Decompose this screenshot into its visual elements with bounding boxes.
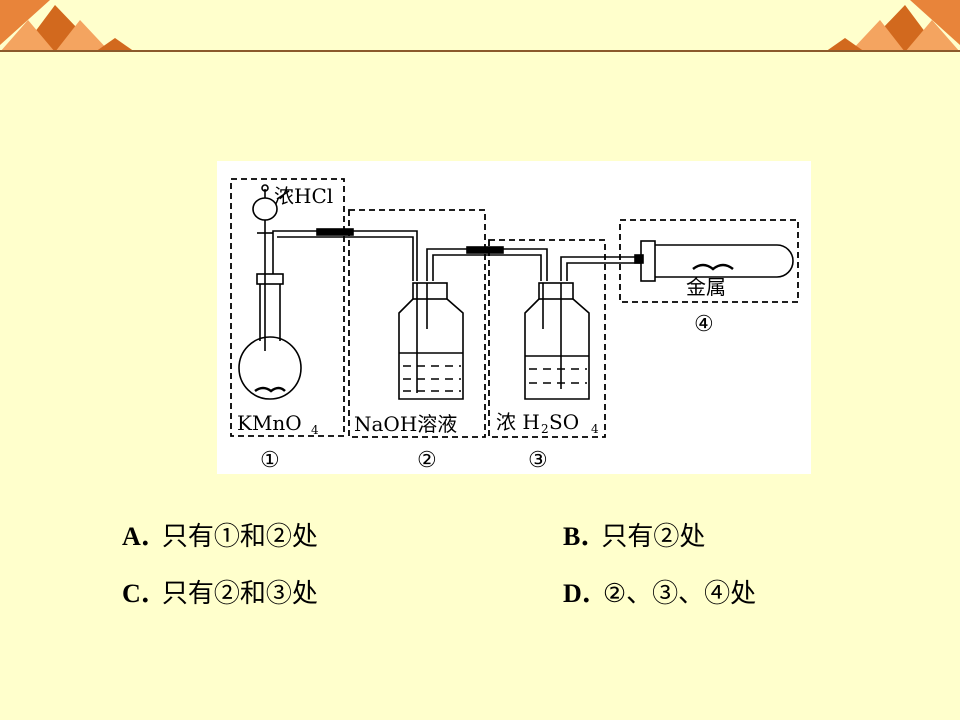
option-c[interactable]: C. 只有②和③处 [122, 578, 318, 610]
wash-bottle-naoh [398, 282, 464, 400]
label-h2so4-mid: SO [549, 410, 579, 434]
option-d-letter: D [563, 579, 582, 608]
label-h2so4-sub1: 2 [541, 422, 549, 436]
label-h2so4-prefix: 浓 H [496, 410, 540, 434]
option-a-separator: . [140, 522, 150, 552]
option-c-separator: . [140, 579, 150, 609]
wash-bottle-h2so4 [524, 282, 590, 400]
option-d-separator: . [581, 579, 591, 609]
box-2 [348, 209, 486, 438]
label-kmno4-subscript: 4 [311, 423, 319, 437]
connecting-tubes [272, 228, 647, 281]
separatory-funnel [252, 184, 290, 241]
reaction-tube [634, 240, 794, 282]
apparatus-figure: 浓HCl KMnO 4 NaOH溶液 浓 H 2 SO 4 金属 ① ② ③ ④ [217, 161, 811, 474]
option-b-separator: . [580, 522, 590, 552]
label-h2so4-sub2: 4 [591, 422, 599, 436]
box-3 [488, 239, 606, 438]
option-d[interactable]: D. ②、③、④处 [563, 578, 756, 610]
label-num-1: ① [260, 448, 280, 473]
box-1 [230, 178, 345, 437]
label-metal: 金属 [686, 275, 726, 299]
option-c-letter: C [122, 579, 141, 608]
round-bottom-flask [238, 241, 302, 400]
left-corner-decoration [0, 0, 135, 52]
label-num-2: ② [417, 448, 437, 473]
label-kmno4: KMnO [237, 411, 302, 435]
option-a-text: 只有①和②处 [161, 522, 318, 552]
option-d-text: ②、③、④处 [602, 579, 757, 609]
label-conc-hcl: 浓HCl [274, 184, 333, 208]
label-naoh-solution: NaOH溶液 [354, 412, 457, 436]
header-rule [0, 50, 960, 52]
label-num-4: ④ [694, 312, 714, 337]
option-b[interactable]: B. 只有②处 [563, 521, 705, 553]
option-b-letter: B [563, 522, 581, 551]
label-num-3: ③ [528, 448, 548, 473]
option-c-text: 只有②和③处 [161, 579, 318, 609]
option-a-letter: A [122, 522, 141, 551]
option-b-text: 只有②处 [601, 522, 706, 552]
option-a[interactable]: A. 只有①和②处 [122, 521, 318, 553]
right-corner-decoration [825, 0, 960, 52]
